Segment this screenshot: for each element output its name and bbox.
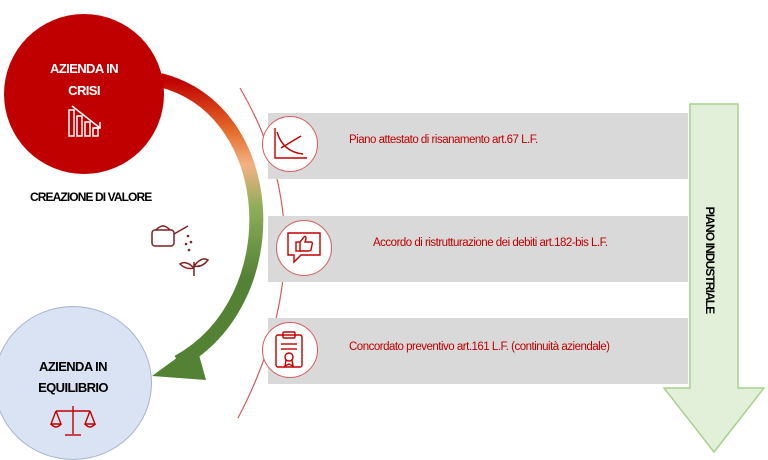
- balance-scale-icon: [50, 406, 96, 436]
- equilibrium-label-line2: EQUILIBRIO: [38, 380, 108, 395]
- piano-industriale-text: PIANO INDUSTRIALE: [703, 206, 717, 314]
- instrument-2-label: Accordo di ristrutturazione dei debiti a…: [373, 237, 608, 249]
- band-3: [268, 318, 688, 384]
- instrument-1-label: Piano attestato di risanamento art.67 L.…: [349, 134, 538, 146]
- crisis-label-line1: AZIENDA IN: [50, 61, 119, 76]
- crisis-node: [4, 14, 164, 174]
- value-creation-label: CREAZIONE DI VALORE: [30, 190, 152, 204]
- watering-can-plant-icon: [151, 225, 210, 276]
- equilibrium-label-line1: AZIENDA IN: [39, 359, 108, 374]
- crisis-node-label: AZIENDA IN CRISI: [4, 58, 164, 102]
- declining-bar-chart-icon: [68, 105, 101, 137]
- value-creation-arrowhead: [152, 344, 206, 380]
- piano-industriale-arrow: [662, 103, 766, 454]
- value-creation-curve: [158, 73, 264, 369]
- band-1: [268, 113, 688, 179]
- piano-industriale-label: PIANO INDUSTRIALE: [700, 180, 720, 340]
- instrument-2-icon-circle: [276, 220, 332, 276]
- decreasing-curve-chart-icon: [274, 128, 307, 159]
- band-2: [268, 216, 688, 282]
- certificate-clipboard-icon: [275, 331, 303, 368]
- instrument-1-icon-circle: [262, 116, 318, 172]
- instrument-3-label: Concordato preventivo art.161 L.F. (cont…: [349, 341, 610, 353]
- thumbs-up-speech-bubble-icon: [287, 232, 321, 264]
- equilibrium-node-label: AZIENDA IN EQUILIBRIO: [0, 356, 146, 398]
- crisis-label-line2: CRISI: [68, 83, 100, 98]
